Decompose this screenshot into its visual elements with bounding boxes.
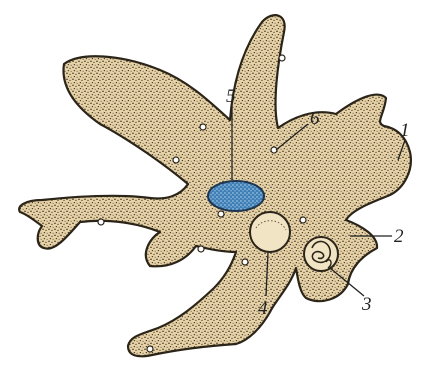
callout-4: 4 (258, 298, 268, 319)
callout-3: 3 (361, 294, 372, 315)
food-vacuole (304, 237, 338, 271)
callout-1: 1 (400, 120, 410, 141)
callout-5: 5 (226, 86, 236, 107)
contractile-vacuole (250, 212, 290, 252)
nucleus (208, 181, 264, 211)
callout-6: 6 (310, 108, 320, 129)
callout-2: 2 (394, 226, 404, 247)
